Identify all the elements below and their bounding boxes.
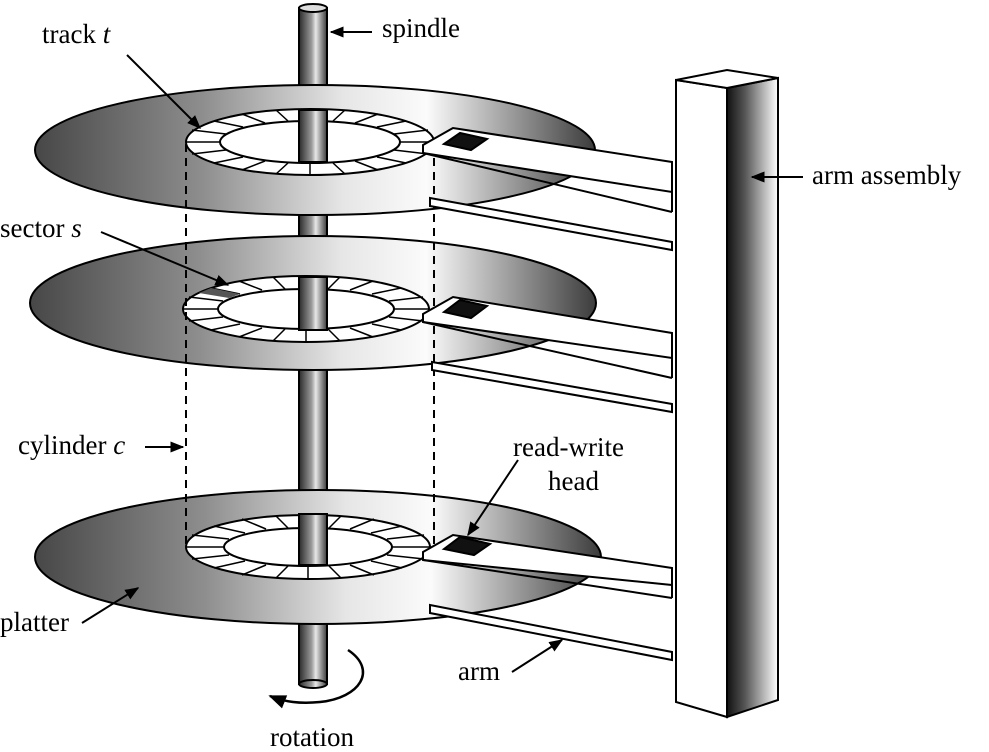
label-platter: platter — [0, 607, 69, 637]
arm-back-2 — [431, 360, 673, 414]
label-read-write-line2: head — [548, 466, 599, 496]
label-rotation: rotation — [270, 722, 354, 752]
label-cylinder: cylinder c — [18, 430, 125, 460]
arrow-platter — [81, 587, 140, 624]
arm-back-1 — [429, 196, 673, 252]
label-arm: arm — [458, 656, 500, 686]
head-3 — [441, 535, 493, 557]
arrow-sector — [100, 231, 230, 286]
label-sector: sector s — [0, 213, 82, 243]
arrow-arm — [511, 639, 564, 673]
leader-arrows — [81, 26, 803, 673]
cylinder-dashes — [185, 144, 435, 547]
arrow-read-write — [467, 459, 519, 537]
arm-front-2 — [422, 295, 673, 360]
arrow-track — [126, 54, 201, 129]
arm-back-3 — [429, 603, 673, 662]
platter-middle — [29, 235, 597, 371]
arm-assembly-column — [675, 68, 779, 719]
rotation-arrow — [268, 648, 365, 709]
platter-bottom — [34, 489, 602, 625]
read-write-heads — [441, 131, 493, 557]
label-read-write-line1: read-write — [513, 432, 624, 462]
arm-front-1 — [422, 126, 673, 194]
label-track: track t — [42, 19, 112, 49]
label-arm-assembly: arm assembly — [812, 160, 962, 190]
label-spindle: spindle — [382, 13, 460, 43]
head-2 — [441, 298, 490, 320]
arms — [422, 126, 673, 662]
head-1 — [441, 131, 490, 152]
